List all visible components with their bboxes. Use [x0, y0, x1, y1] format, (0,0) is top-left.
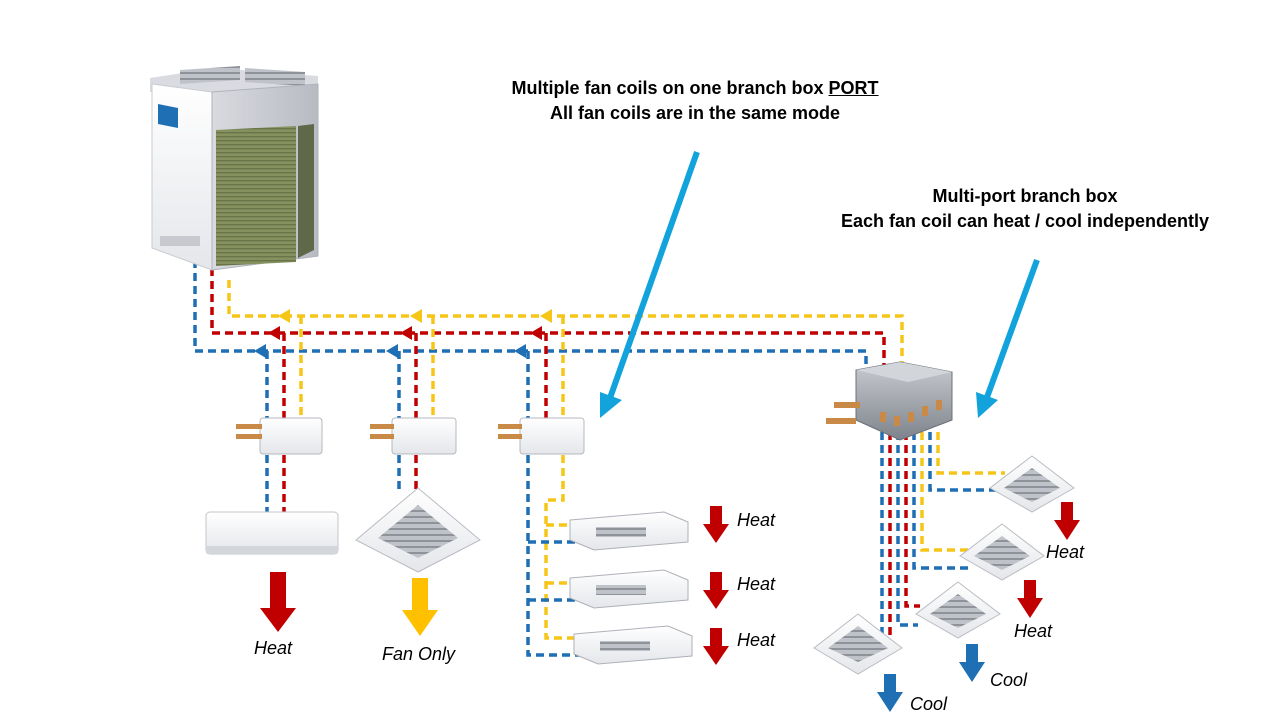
label-duct1-heat: Heat	[737, 510, 776, 530]
cassette-unit-left	[355, 487, 481, 573]
label-r5-cool: Cool	[910, 694, 948, 714]
caption-multiport: Multi-port branch box Each fan coil can …	[790, 184, 1260, 234]
wall-mounted-unit	[205, 511, 339, 555]
label-r4-cool: Cool	[990, 670, 1028, 690]
cassette-unit-r2	[959, 523, 1045, 581]
heat-arrow-duct1	[703, 506, 729, 543]
pipe-duct-yellow	[544, 455, 580, 640]
heat-arrow-wall	[260, 572, 296, 632]
caption-multiport-line1: Multi-port branch box	[932, 186, 1118, 206]
pipe-red-main	[210, 268, 886, 368]
caption-branch-port-prefix: Multiple fan coils on one branch box	[511, 78, 829, 98]
pipe-mp-r3	[904, 432, 920, 608]
outdoor-unit	[150, 66, 319, 271]
label-r2-heat: Heat	[1046, 542, 1085, 562]
branch-box-3	[498, 417, 585, 455]
label-duct3-heat: Heat	[737, 630, 776, 650]
callout-arrows	[600, 150, 1040, 418]
brand-logo	[158, 104, 178, 128]
pipe-mp-b1	[928, 432, 1000, 492]
ducted-unit-1	[569, 511, 689, 551]
cool-arrow-r4	[877, 674, 903, 712]
label-wall-heat: Heat	[254, 638, 293, 658]
label-cassette-fan-only: Fan Only	[382, 644, 456, 664]
mode-arrows	[260, 502, 1080, 712]
cassette-unit-r4	[813, 613, 903, 675]
branch-box-2	[370, 417, 457, 455]
multiport-branch-box	[826, 361, 953, 441]
pipe-mp-b2	[912, 432, 968, 570]
heat-arrow-duct2	[703, 572, 729, 609]
pipe-mp-y1	[936, 432, 1005, 475]
fan-arrow-cassette	[402, 578, 438, 636]
caption-branch-port-line1: Multiple fan coils on one branch box POR…	[455, 76, 935, 101]
mode-labels: Heat Fan Only Heat Heat Heat Heat Heat C…	[254, 510, 1085, 714]
label-duct2-heat: Heat	[737, 574, 776, 594]
refrigerant-pipes	[193, 260, 1005, 657]
caption-multiport-line2: Each fan coil can heat / cool independen…	[840, 211, 1210, 231]
cool-arrow-r3	[959, 644, 985, 682]
pipe-mp-y2	[920, 432, 968, 552]
caption-branch-port-emph: PORT	[828, 78, 879, 98]
branch-box-1	[236, 417, 323, 455]
heat-arrow-r1	[1054, 502, 1080, 540]
heat-arrow-duct3	[703, 628, 729, 665]
ducted-unit-2	[569, 569, 689, 609]
pipe-blue-main	[193, 260, 868, 368]
pipe-duct-blue	[526, 455, 580, 657]
caption-branch-port-line2: All fan coils are in the same mode	[549, 103, 841, 123]
label-r3-heat: Heat	[1014, 621, 1053, 641]
ducted-unit-3	[573, 625, 693, 665]
cassette-unit-r3	[915, 581, 1001, 639]
pipe-yellow-main	[227, 280, 904, 368]
flow-arrowheads	[254, 309, 552, 358]
caption-branch-port: Multiple fan coils on one branch box POR…	[455, 76, 935, 126]
cassette-unit-r1	[989, 455, 1075, 513]
heat-arrow-r2	[1017, 580, 1043, 618]
